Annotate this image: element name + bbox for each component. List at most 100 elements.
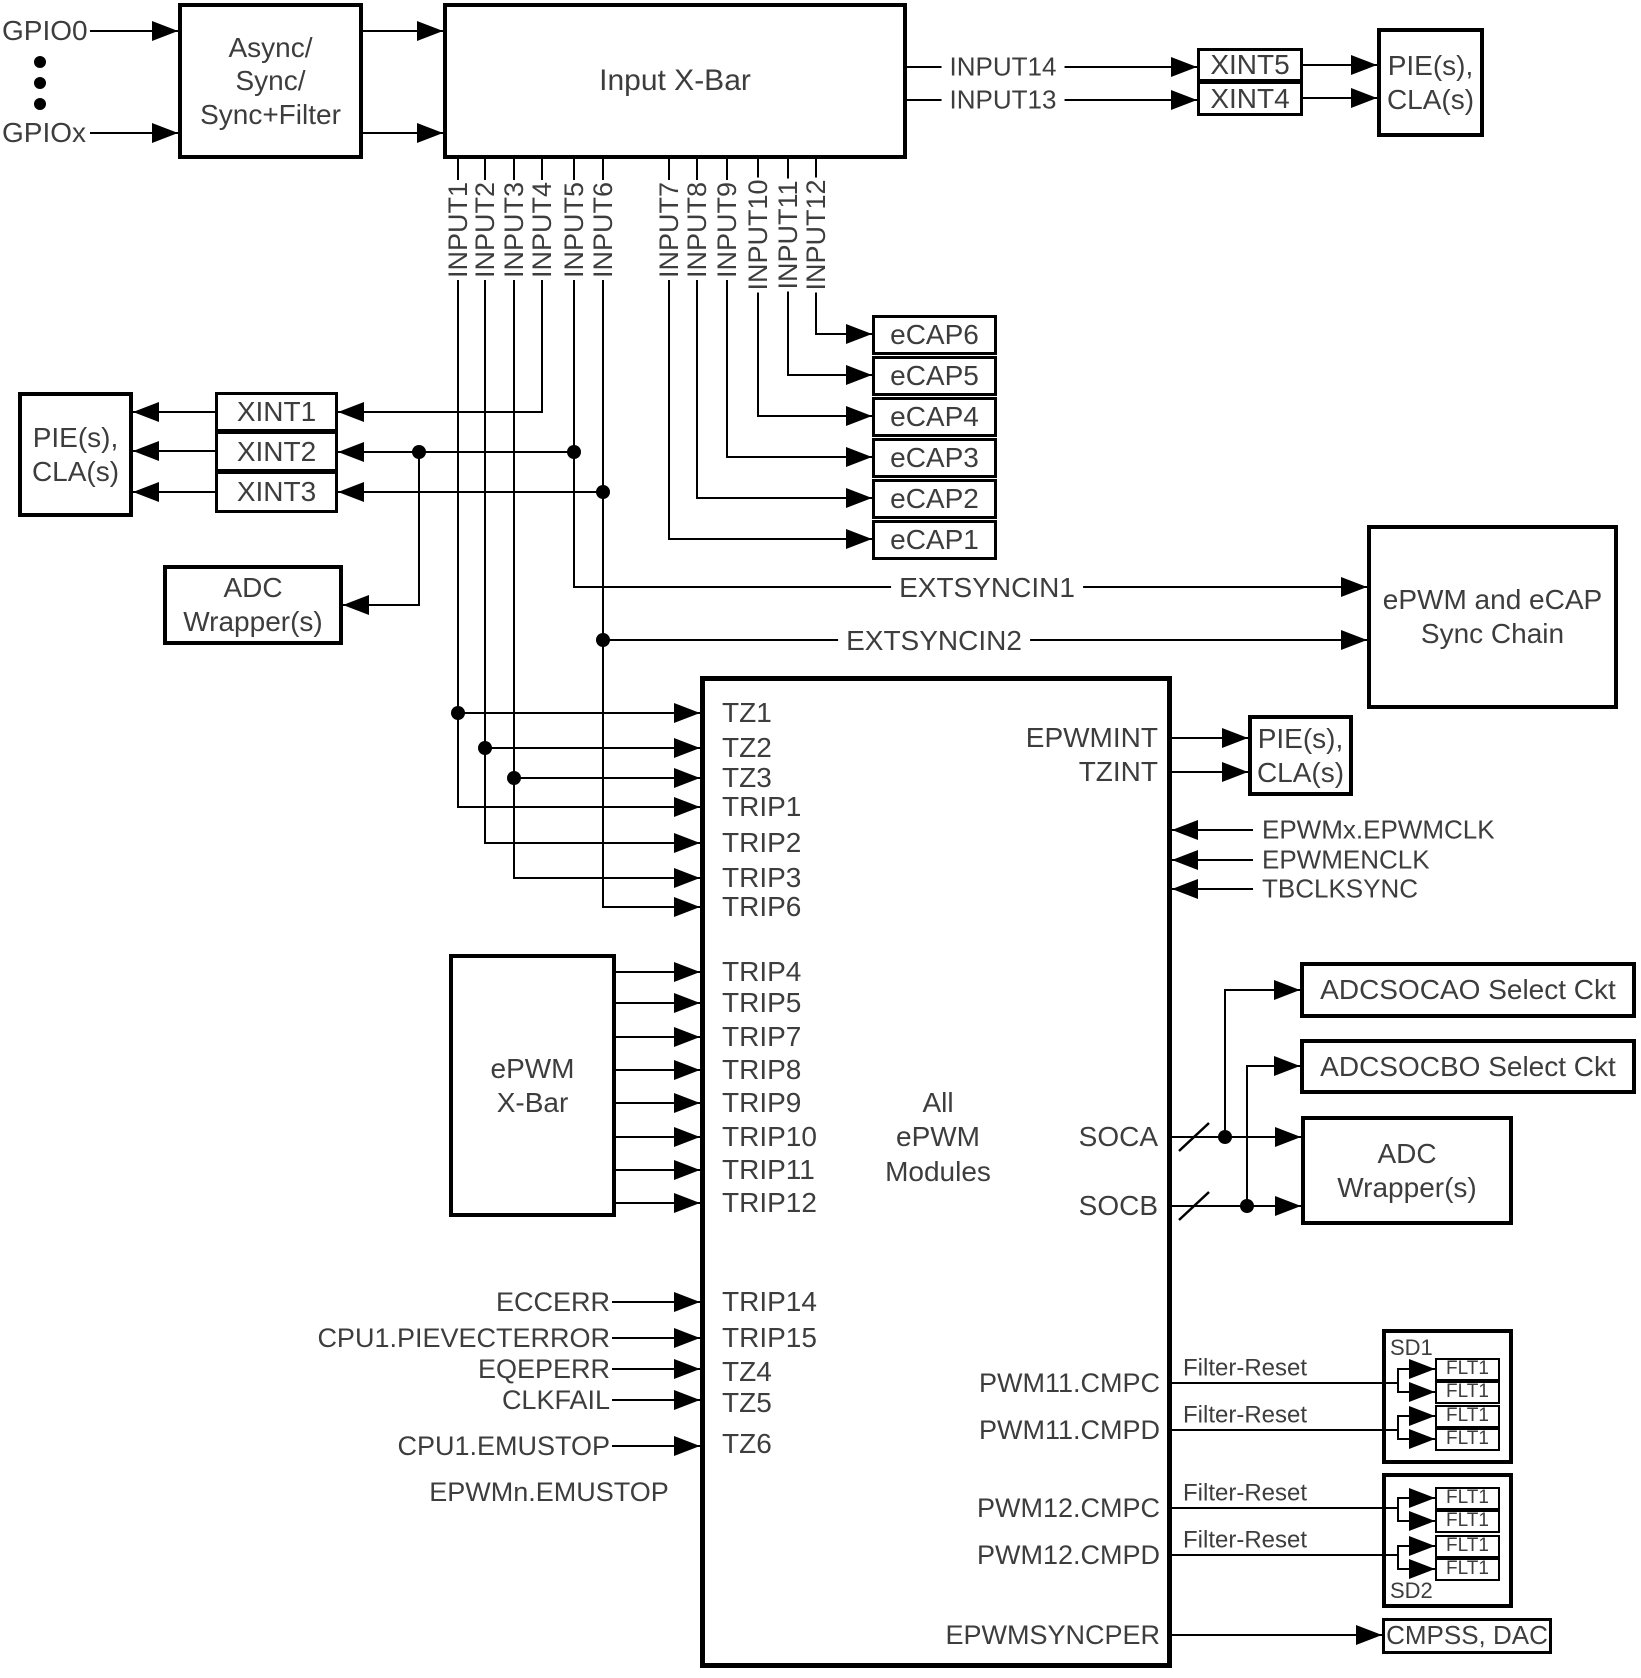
pie-cla-top-right-box: PIE(s), CLA(s) (1377, 28, 1484, 137)
junction-dots (34, 56, 1254, 1213)
sd1-flt3-box: FLT1 (1435, 1405, 1500, 1428)
sd2-box (1382, 1473, 1513, 1608)
tz2-label: TZ2 (722, 732, 772, 764)
wire-pwm12cmpc-flt2 (1397, 1508, 1435, 1531)
wire-soca-select (1224, 980, 1300, 1137)
input6-label: INPUT6 (586, 179, 620, 281)
tz6-label: TZ6 (722, 1428, 772, 1460)
input8-label: INPUT8 (680, 179, 714, 281)
xint4-label: XINT4 (1210, 82, 1290, 114)
gpiox-label: GPIOx (2, 117, 87, 149)
input10-label: INPUT10 (741, 177, 775, 293)
adcsocao-select-box: ADCSOCAO Select Ckt (1300, 962, 1636, 1018)
soca-label: SOCA (1078, 1121, 1158, 1153)
tz3-label: TZ3 (722, 762, 772, 794)
sd1-flt3-label: FLT1 (1446, 1405, 1489, 1427)
pie-line2: CLA(s) (1386, 83, 1475, 115)
trip5-label: TRIP5 (722, 987, 802, 1019)
ecap1-label: eCAP1 (890, 524, 979, 556)
pie-cla-mid-box: PIE(s), CLA(s) (1248, 715, 1353, 796)
adc-wrapper-right-box: ADC Wrapper(s) (1301, 1116, 1513, 1225)
ecap5-box: eCAP5 (872, 356, 997, 396)
eqeperr-label: EQEPERR (477, 1353, 610, 1384)
extsyncin2-label: EXTSYNCIN2 (838, 623, 1030, 659)
sd2-flt4-box: FLT1 (1435, 1558, 1500, 1581)
all-modules-line1: All (922, 1087, 954, 1119)
epwm-xbar-line1: ePWM (490, 1052, 575, 1084)
xint4-box: XINT4 (1197, 81, 1303, 116)
sd1-label: SD1 (1390, 1334, 1433, 1360)
wire-input2-trip2 (484, 159, 700, 853)
sd2-flt2-box: FLT1 (1435, 1510, 1500, 1533)
sd2-flt3-box: FLT1 (1435, 1535, 1500, 1558)
tz4-label: TZ4 (722, 1356, 772, 1388)
epwmenclk-label: EPWMENCLK (1262, 844, 1430, 875)
trip2-label: TRIP2 (722, 827, 802, 859)
pie-cla-left-box: PIE(s), CLA(s) (18, 392, 133, 517)
input-xbar-box: Input X-Bar (443, 3, 907, 159)
trip11-label: TRIP11 (722, 1154, 815, 1186)
pie-mid-line2: CLA(s) (1256, 756, 1345, 788)
pie-left-line2: CLA(s) (31, 455, 120, 487)
sd2-flt1-box: FLT1 (1435, 1487, 1500, 1510)
clkfail-label: CLKFAIL (501, 1384, 610, 1415)
input2-label: INPUT2 (468, 179, 502, 281)
socb-label: SOCB (1078, 1190, 1158, 1222)
trip4-label: TRIP4 (722, 956, 802, 988)
epwm-xbar-line2: X-Bar (496, 1086, 569, 1118)
sd2-flt4-label: FLT1 (1446, 1558, 1489, 1580)
trip1-label: TRIP1 (722, 791, 802, 823)
sync-chain-line1: ePWM and eCAP (1382, 584, 1603, 616)
wire-input7-ecap1 (668, 159, 872, 549)
sd1-flt4-label: FLT1 (1446, 1428, 1489, 1450)
tz5-label: TZ5 (722, 1387, 772, 1419)
sd2-flt1-label: FLT1 (1446, 1487, 1489, 1509)
tbclksync-label: TBCLKSYNC (1262, 873, 1419, 904)
filter-reset-label-2: Filter-Reset (1183, 1401, 1308, 1429)
input9-label: INPUT9 (710, 179, 744, 281)
cmpss-dac-box: CMPSS, DAC (1382, 1618, 1552, 1654)
epwmclk-label: EPWMx.EPWMCLK (1262, 814, 1495, 845)
epwmint-label: EPWMINT (1025, 722, 1158, 754)
xint1-label: XINT1 (236, 396, 317, 428)
xint3-box: XINT3 (215, 471, 338, 513)
trip10-label: TRIP10 (722, 1121, 817, 1153)
input4-label: INPUT4 (525, 179, 559, 281)
all-epwm-modules-box (700, 676, 1172, 1668)
pievecterror-label: CPU1.PIEVECTERROR (317, 1322, 610, 1353)
ecap6-box: eCAP6 (872, 315, 997, 355)
sd2-flt2-label: FLT1 (1446, 1510, 1489, 1532)
pwm11-cmpd-label: PWM11.CMPD (978, 1414, 1160, 1445)
trip7-label: TRIP7 (722, 1021, 802, 1053)
trip6-label: TRIP6 (722, 891, 802, 923)
ecap2-box: eCAP2 (872, 479, 997, 519)
pie-line1: PIE(s), (1387, 49, 1474, 81)
sd1-flt2-label: FLT1 (1446, 1381, 1489, 1403)
input-xbar-label: Input X-Bar (599, 64, 751, 97)
wire-adc-wrapper-feed (343, 452, 420, 615)
xint5-label: XINT5 (1210, 49, 1290, 81)
ecap4-box: eCAP4 (872, 397, 997, 437)
ecap6-label: eCAP6 (890, 319, 979, 351)
sd1-box (1382, 1329, 1513, 1464)
pwm11-cmpc-label: PWM11.CMPC (978, 1367, 1160, 1398)
xint1-box: XINT1 (215, 392, 338, 432)
gpio0-label: GPIO0 (2, 15, 88, 47)
epwm-xbar-box: ePWM X-Bar (449, 954, 616, 1217)
adc-wrapper-left-box: ADC Wrapper(s) (163, 565, 343, 645)
cmpss-dac-label: CMPSS, DAC (1386, 1620, 1548, 1651)
xint2-label: XINT2 (236, 435, 317, 467)
wire-socb-select (1246, 1056, 1300, 1206)
bus-slash-socb (1178, 1191, 1210, 1221)
wire-input6-trip6 (602, 159, 700, 917)
epwm-ecap-sync-chain-box: ePWM and eCAP Sync Chain (1367, 525, 1618, 709)
xint2-box: XINT2 (215, 431, 338, 472)
filter-reset-label-4: Filter-Reset (1183, 1526, 1308, 1554)
sd2-label: SD2 (1390, 1577, 1433, 1603)
sync-chain-line2: Sync Chain (1420, 618, 1565, 649)
wire-pwm11cmpc-flt1 (1172, 1359, 1435, 1384)
ecap1-box: eCAP1 (872, 520, 997, 560)
ecap2-label: eCAP2 (890, 483, 979, 515)
sd1-flt4-box: FLT1 (1435, 1428, 1500, 1451)
wire-input1-trip1 (457, 159, 700, 817)
